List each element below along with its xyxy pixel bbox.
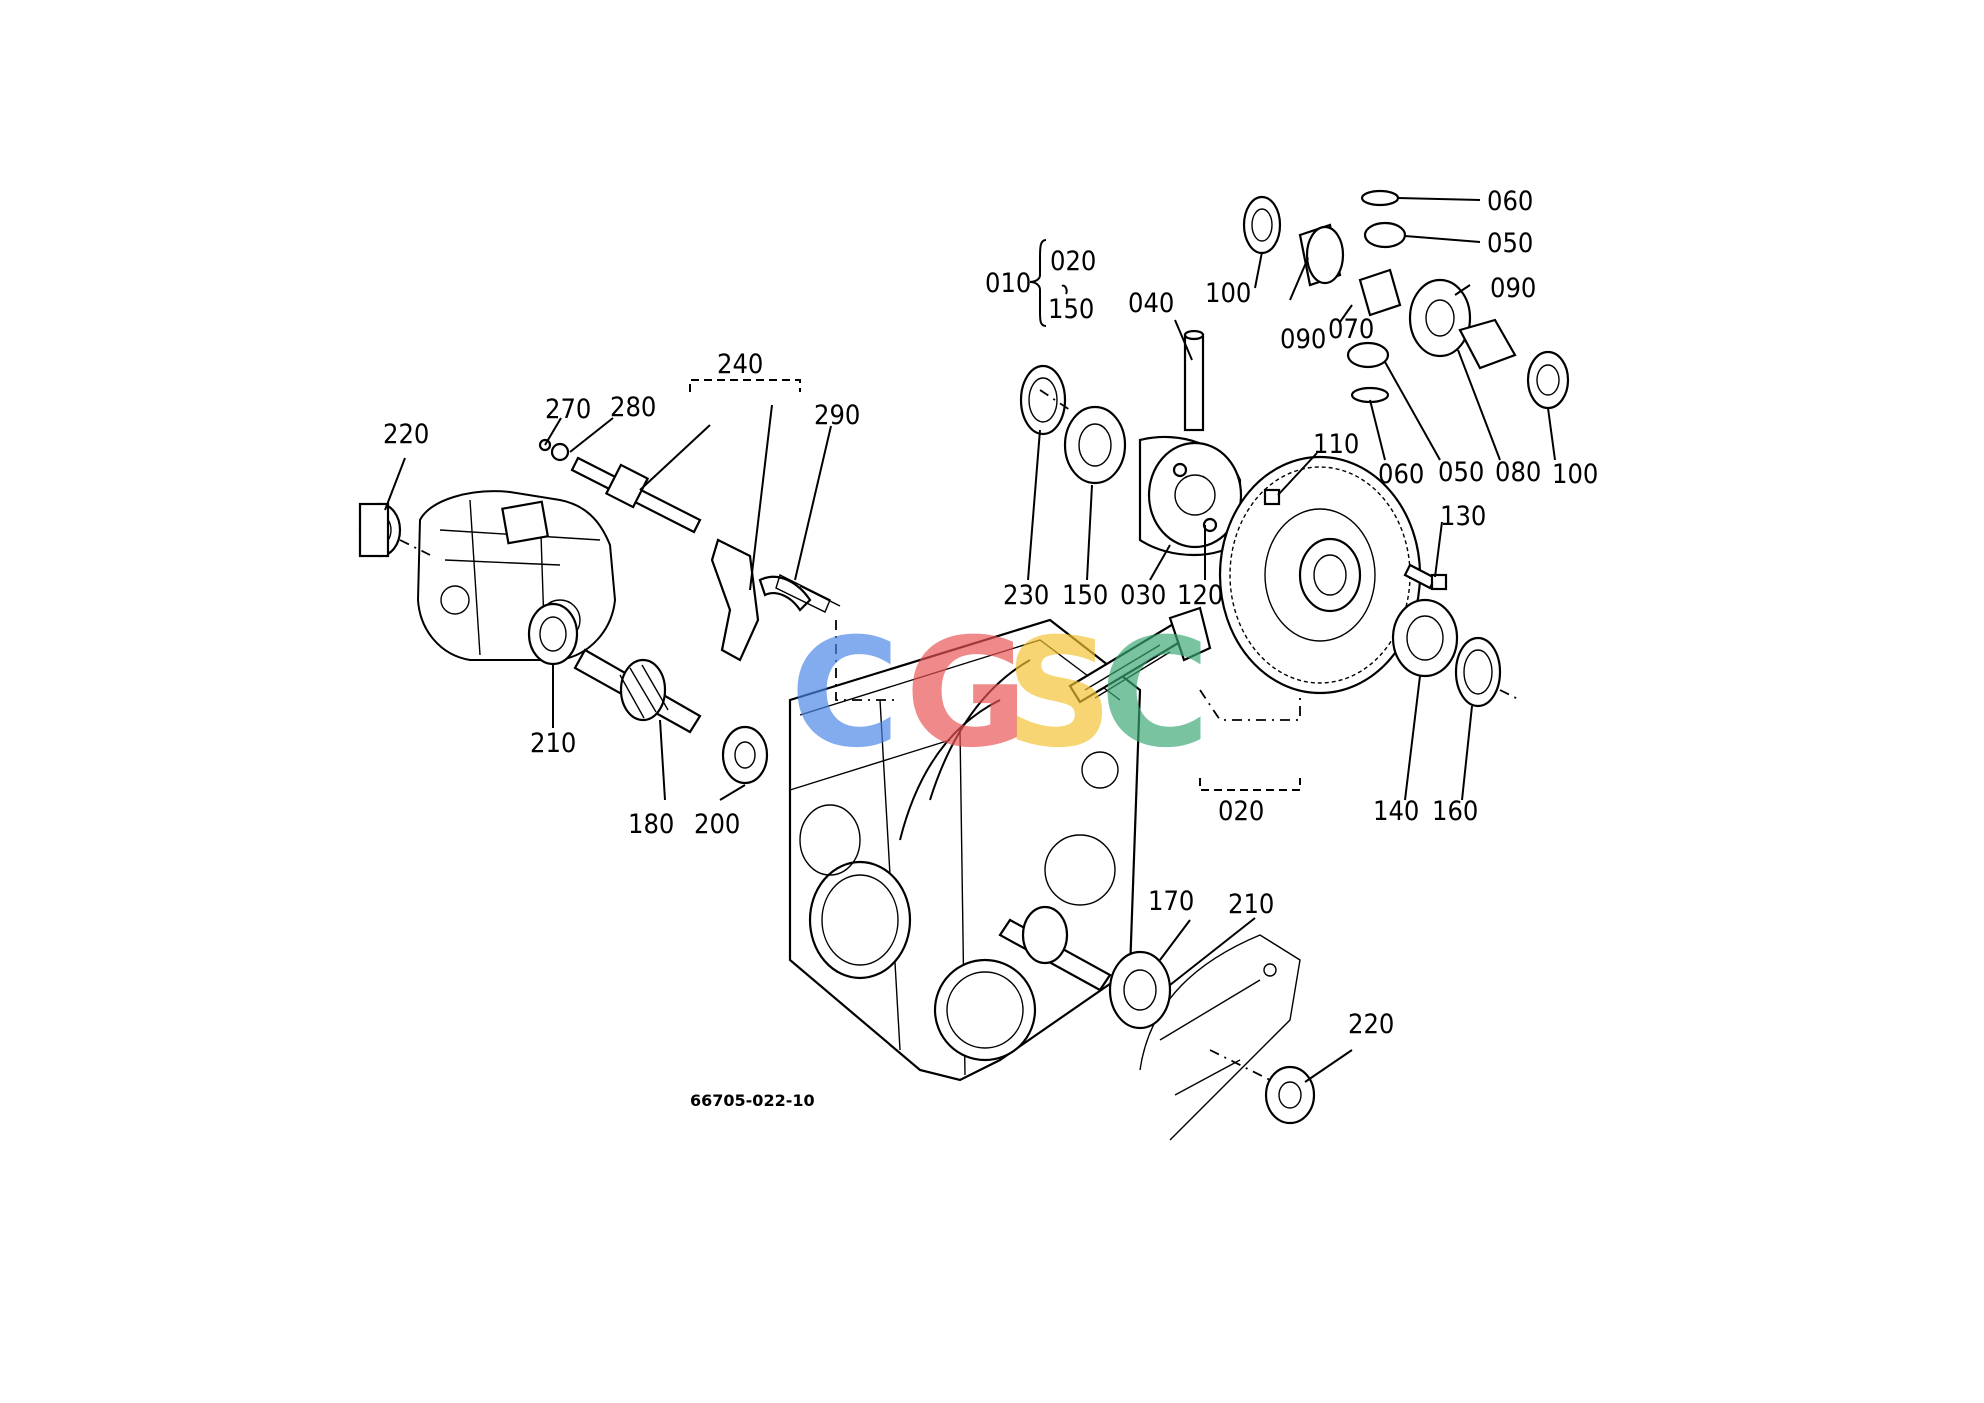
callout-180: 180 bbox=[628, 809, 674, 840]
callout-050-top: 050 bbox=[1487, 228, 1533, 259]
bearing-150 bbox=[1063, 405, 1127, 485]
output-shaft-left bbox=[358, 502, 769, 785]
ring-gear bbox=[1218, 455, 1422, 695]
callout-110: 110 bbox=[1313, 429, 1359, 460]
callout-170: 170 bbox=[1148, 886, 1194, 917]
callout-080: 080 bbox=[1495, 457, 1541, 488]
callout-210-right: 210 bbox=[1228, 889, 1274, 920]
watermark-letter-g: G bbox=[905, 607, 1028, 781]
drawing-number: 66705-022-10 bbox=[690, 1091, 815, 1110]
callout-060-top: 060 bbox=[1487, 186, 1533, 217]
washer-160 bbox=[1454, 636, 1502, 708]
callout-240: 240 bbox=[717, 349, 763, 380]
callout-280: 280 bbox=[610, 392, 656, 423]
callout-060-bottom: 060 bbox=[1378, 459, 1424, 490]
callout-120: 120 bbox=[1177, 580, 1223, 611]
callout-270: 270 bbox=[545, 394, 591, 425]
callout-030: 030 bbox=[1120, 580, 1166, 611]
callout-010: 010 bbox=[985, 268, 1031, 299]
bolt-130 bbox=[1403, 563, 1448, 591]
spider-gears-cluster bbox=[1242, 189, 1570, 410]
callout-020-brace: 020 bbox=[1050, 246, 1096, 277]
bracket-020 bbox=[1199, 778, 1301, 791]
watermark-letter-s: S bbox=[1005, 607, 1113, 781]
shift-rod-assembly bbox=[538, 438, 841, 662]
callout-230: 230 bbox=[1003, 580, 1049, 611]
differential-case bbox=[1138, 329, 1243, 556]
callout-200: 200 bbox=[694, 809, 740, 840]
cgsc-watermark-logo: C G S C bbox=[790, 607, 1210, 781]
watermark-letter-c1: C bbox=[790, 607, 900, 781]
pin-110 bbox=[1263, 488, 1281, 506]
callout-020: 020 bbox=[1218, 796, 1264, 827]
callout-220-right: 220 bbox=[1348, 1009, 1394, 1040]
pinion-shaft bbox=[1068, 606, 1212, 704]
callout-220-left: 220 bbox=[383, 419, 429, 450]
callout-160: 160 bbox=[1432, 796, 1478, 827]
callout-090-right: 090 bbox=[1490, 273, 1536, 304]
gear-shaft-170-area bbox=[998, 905, 1112, 992]
bracket-240 bbox=[689, 379, 801, 392]
callout-150: 150 bbox=[1062, 580, 1108, 611]
washer-230 bbox=[1019, 364, 1067, 436]
bearing-140 bbox=[1391, 598, 1459, 678]
leader-lines bbox=[384, 197, 1556, 1083]
callout-290: 290 bbox=[814, 400, 860, 431]
left-cover-housing bbox=[416, 490, 617, 661]
callout-100-top: 100 bbox=[1205, 278, 1251, 309]
callout-100-right: 100 bbox=[1552, 459, 1598, 490]
callout-070: 070 bbox=[1328, 314, 1374, 345]
centerlines bbox=[399, 389, 1521, 1081]
main-gearbox-housing bbox=[788, 618, 1142, 1082]
callout-150-brace: 150 bbox=[1048, 294, 1094, 325]
callout-210-left: 210 bbox=[530, 728, 576, 759]
callout-130: 130 bbox=[1440, 501, 1486, 532]
brace-010 bbox=[1029, 239, 1068, 327]
callout-140: 140 bbox=[1373, 796, 1419, 827]
callout-050-bottom: 050 bbox=[1438, 457, 1484, 488]
callout-labels: 010 020 150 040 100 090 070 060 050 090 … bbox=[383, 186, 1598, 1040]
seal-220-right bbox=[1264, 1065, 1316, 1125]
callout-040: 040 bbox=[1128, 288, 1174, 319]
callout-090-left: 090 bbox=[1280, 324, 1326, 355]
watermark-letter-c2: C bbox=[1100, 607, 1210, 781]
right-cover-housing bbox=[1139, 934, 1301, 1141]
bearing-170 bbox=[1108, 950, 1172, 1030]
